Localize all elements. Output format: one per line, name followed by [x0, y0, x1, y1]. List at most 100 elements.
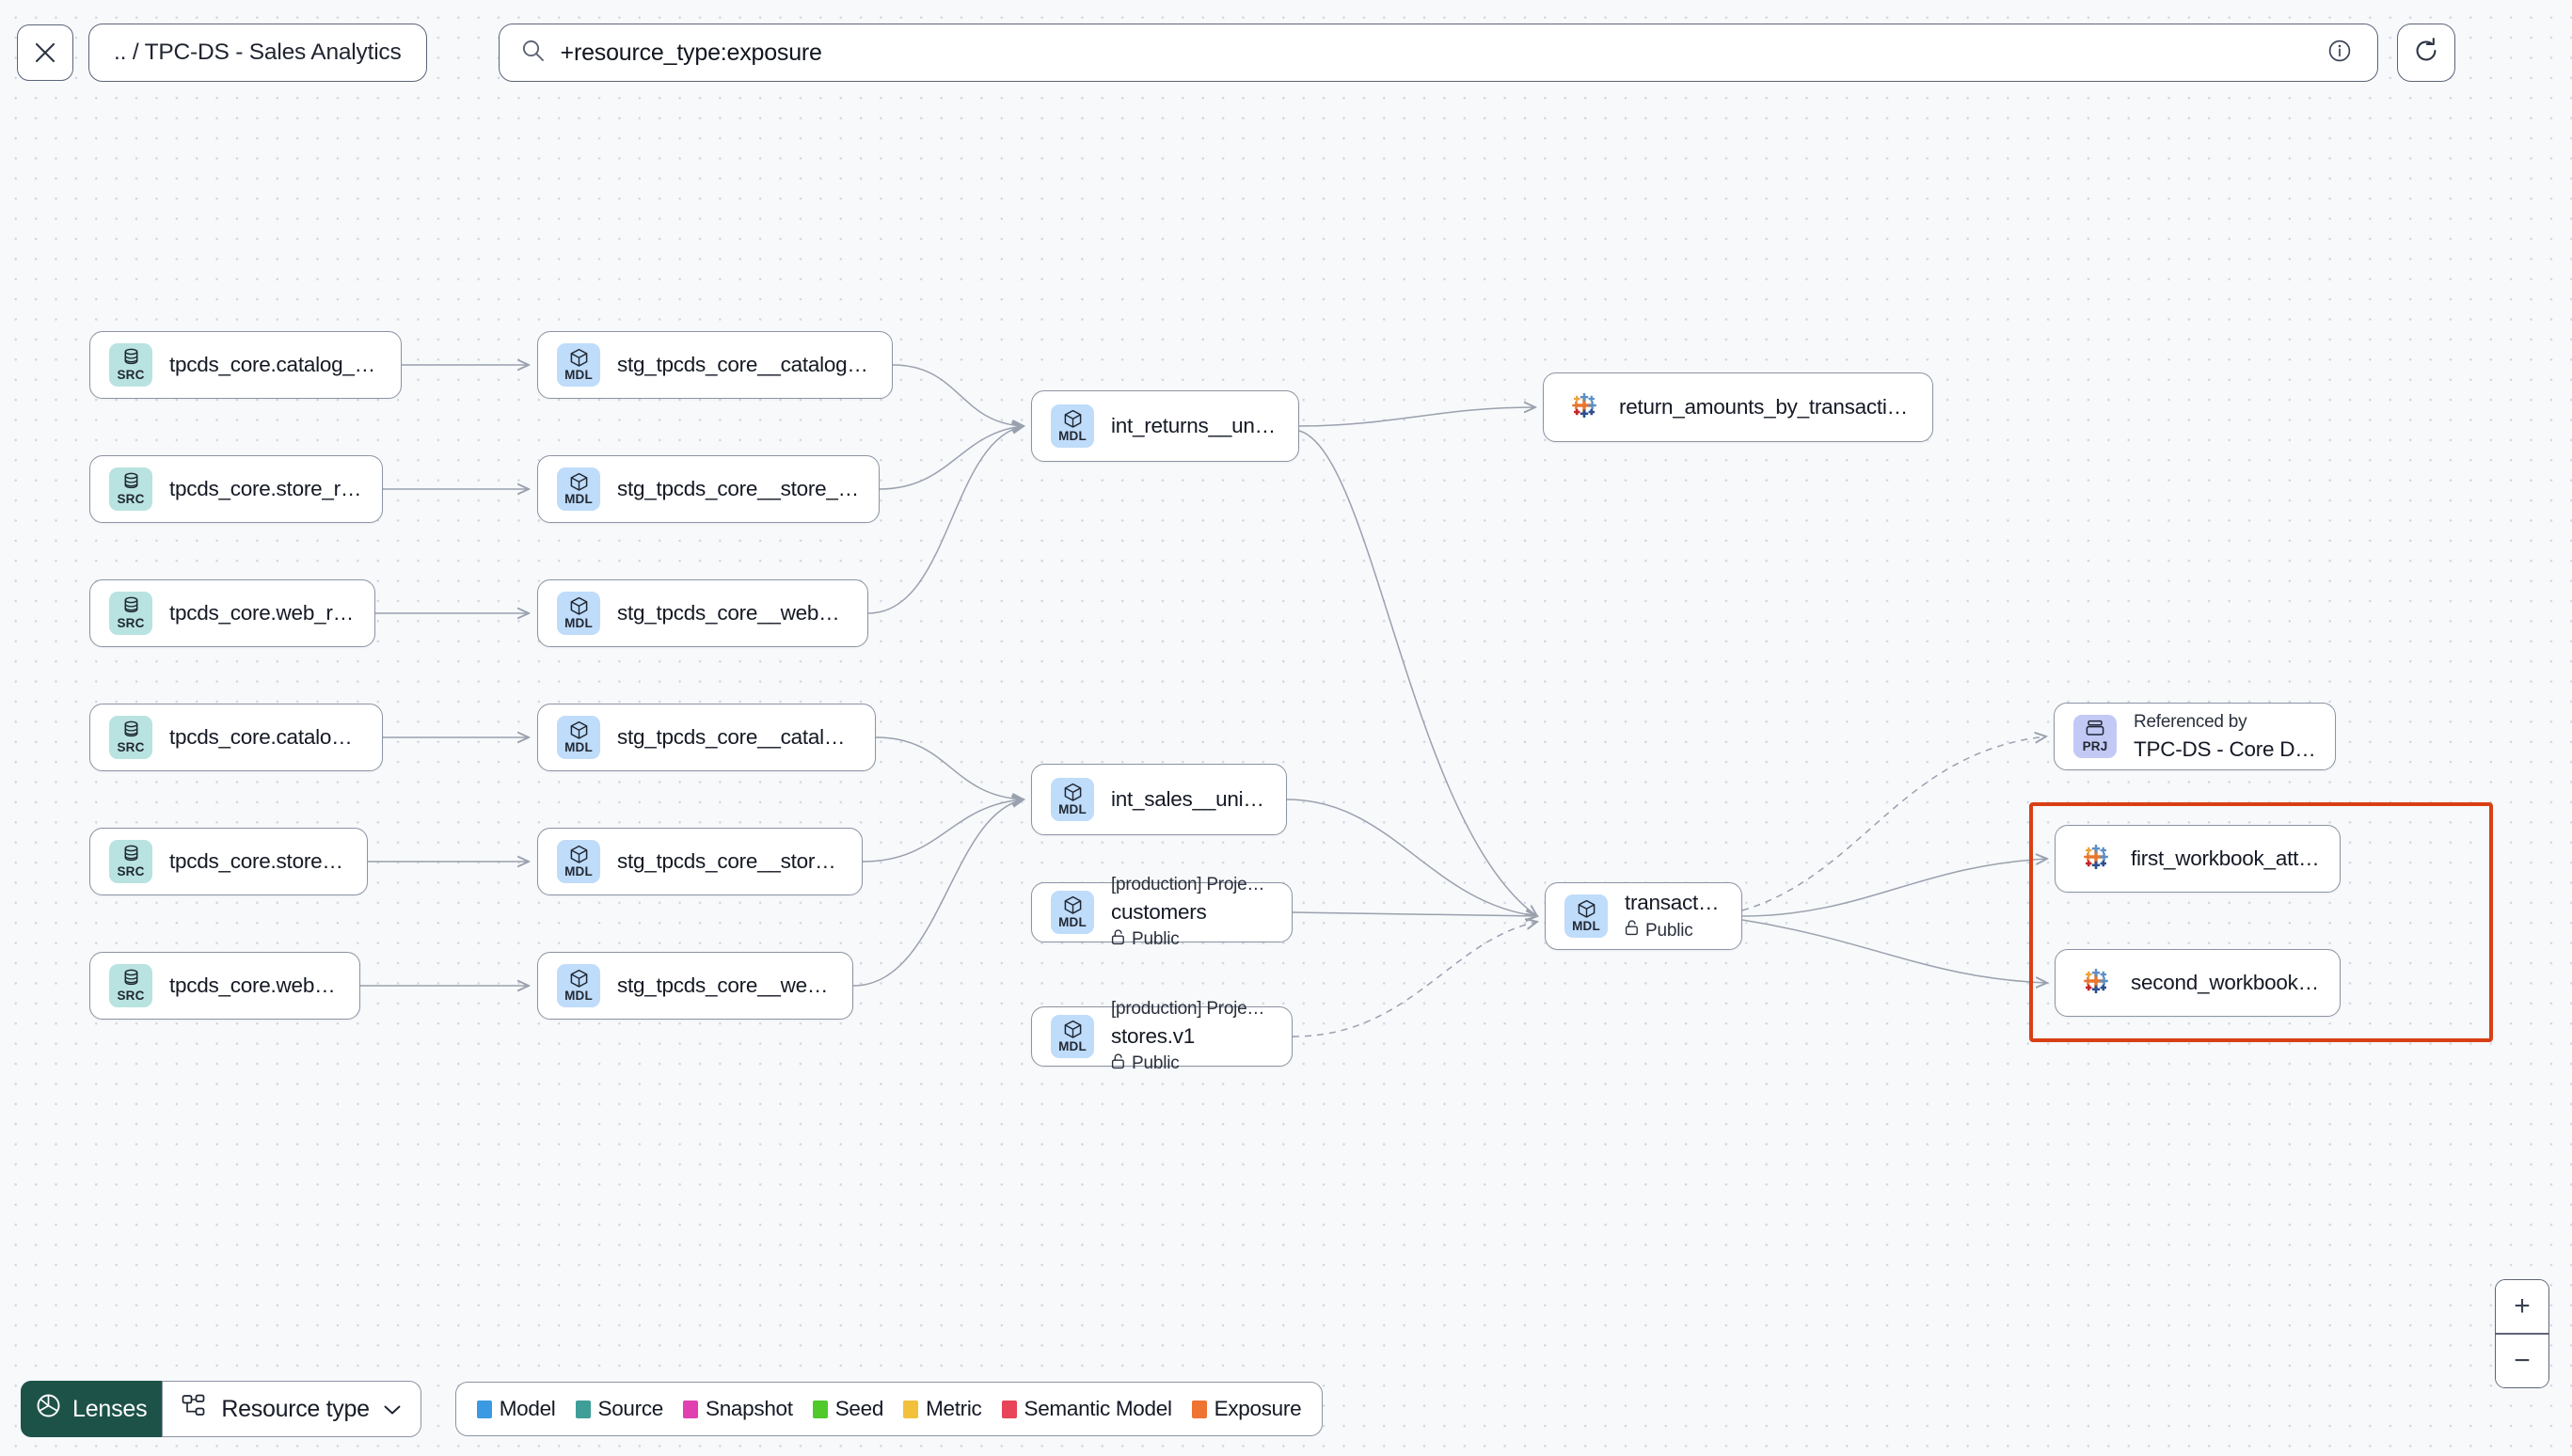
- tableau-badge: [1563, 386, 1606, 429]
- chevron-down-icon: [383, 1396, 402, 1423]
- model-badge: MDL: [557, 716, 600, 759]
- node-text: stg_tpcds_core__catalog_sales: [617, 725, 856, 750]
- legend-item-exposure[interactable]: Exposure: [1191, 1397, 1302, 1421]
- node-label: stg_tpcds_core__catalog_sales: [617, 725, 856, 749]
- graph-node-second_workbook[interactable]: second_workbook_connected_to_live…: [2055, 949, 2341, 1017]
- source-badge: SRC: [109, 840, 152, 883]
- node-text: tpcds_core.store_sales: [169, 849, 348, 874]
- graph-node-src_catalog_returns[interactable]: SRC tpcds_core.catalog_returns: [89, 331, 402, 399]
- legend-item-semantic-model[interactable]: Semantic Model: [1001, 1397, 1172, 1421]
- legend-label: Model: [499, 1397, 556, 1420]
- lenses-label: Lenses: [72, 1395, 148, 1422]
- source-badge: SRC: [109, 716, 152, 759]
- aperture-icon: [36, 1393, 61, 1425]
- legend-item-seed[interactable]: Seed: [812, 1397, 883, 1421]
- node-text: stg_tpcds_core__store_returns: [617, 477, 860, 501]
- tableau-badge: [2074, 961, 2118, 1005]
- model-badge: MDL: [557, 840, 600, 883]
- legend-label: Source: [597, 1397, 664, 1420]
- graph-node-return_amounts[interactable]: return_amounts_by_transaction_type: [1543, 372, 1933, 442]
- node-visibility: Public: [1625, 920, 1723, 942]
- source-badge: SRC: [109, 467, 152, 511]
- node-text: tpcds_core.web_sales: [169, 973, 341, 998]
- model-badge: MDL: [1051, 891, 1094, 934]
- zoom-controls[interactable]: + −: [2495, 1279, 2549, 1388]
- legend-item-source[interactable]: Source: [575, 1397, 664, 1421]
- search-bar[interactable]: [498, 24, 2378, 82]
- source-badge: SRC: [109, 964, 152, 1007]
- graph-node-stg_catalog_sales[interactable]: MDL stg_tpcds_core__catalog_sales: [537, 704, 876, 771]
- cube-icon: [569, 969, 589, 988]
- node-subtitle: [production] Project: TPC-DS - Core Data…: [1111, 998, 1273, 1019]
- graph-node-src_catalog_sales[interactable]: SRC tpcds_core.catalog_sales: [89, 704, 383, 771]
- zoom-in-button[interactable]: +: [2496, 1280, 2548, 1334]
- model-badge: MDL: [557, 964, 600, 1007]
- source-badge: SRC: [109, 343, 152, 387]
- legend-swatch: [1001, 1400, 1017, 1418]
- cube-icon: [569, 472, 589, 491]
- graph-node-src_web_sales[interactable]: SRC tpcds_core.web_sales: [89, 952, 360, 1020]
- node-label: stores.v1: [1111, 1023, 1196, 1048]
- zoom-out-button[interactable]: −: [2496, 1335, 2548, 1387]
- node-label: stg_tpcds_core__catalog_returns: [617, 353, 873, 376]
- lock-open-icon: [1111, 1052, 1125, 1075]
- node-subtitle: Referenced by: [2134, 711, 2247, 732]
- legend-item-model[interactable]: Model: [476, 1397, 556, 1421]
- legend-swatch: [575, 1400, 591, 1418]
- cube-icon: [1063, 895, 1083, 914]
- node-label: TPC-DS - Core Data Models: [2134, 736, 2316, 761]
- lenses-button[interactable]: Lenses: [21, 1381, 165, 1437]
- refresh-icon: [2412, 37, 2440, 70]
- database-icon: [121, 348, 141, 367]
- model-badge: MDL: [557, 592, 600, 635]
- project-badge: PRJ: [2073, 715, 2117, 758]
- cube-icon: [569, 845, 589, 863]
- node-visibility: Public: [1111, 928, 1273, 951]
- visibility-label: Public: [1645, 920, 1693, 941]
- node-text: first_workbook_attached_to_tpc-ds_-_…: [2131, 847, 2321, 871]
- legend-item-snapshot[interactable]: Snapshot: [683, 1397, 793, 1421]
- legend-label: Metric: [926, 1397, 982, 1420]
- graph-node-referenced_by[interactable]: PRJ Referenced by TPC-DS - Core Data Model…: [2054, 703, 2336, 770]
- graph-node-stg_web_sales[interactable]: MDL stg_tpcds_core__web_sales: [537, 952, 853, 1020]
- legend-item-metric[interactable]: Metric: [903, 1397, 982, 1421]
- node-label: tpcds_core.catalog_sales: [169, 725, 363, 749]
- node-label: customers: [1111, 899, 1207, 924]
- node-text: stg_tpcds_core__web_sales: [617, 973, 834, 998]
- graph-node-stg_web_returns[interactable]: MDL stg_tpcds_core__web_returns: [537, 579, 868, 647]
- search-input[interactable]: [560, 39, 2315, 67]
- graph-node-stores_v1[interactable]: MDL[production] Project: TPC-DS - Core D…: [1031, 999, 1293, 1073]
- info-circle-icon[interactable]: [2326, 38, 2353, 69]
- graph-node-src_store_sales[interactable]: SRC tpcds_core.store_sales: [89, 828, 368, 895]
- node-text: [production] Project: TPC-DS - Core Data…: [1111, 999, 1273, 1075]
- top-toolbar: .. / TPC-DS - Sales Analytics: [0, 0, 2572, 105]
- node-text: second_workbook_connected_to_live…: [2131, 971, 2321, 995]
- graph-node-transactions[interactable]: MDLtransactionsPublic: [1545, 882, 1742, 950]
- graph-node-customers[interactable]: MDL[production] Project: TPC-DS - Core D…: [1031, 875, 1293, 949]
- cube-icon: [569, 348, 589, 367]
- refresh-button[interactable]: [2396, 24, 2455, 82]
- cube-icon: [1063, 409, 1083, 428]
- database-icon: [121, 472, 141, 491]
- resource-type-dropdown[interactable]: Resource type: [162, 1381, 421, 1437]
- graph-node-first_workbook[interactable]: first_workbook_attached_to_tpc-ds_-_…: [2055, 825, 2341, 893]
- node-label: first_workbook_attached_to_tpc-ds_-_…: [2131, 847, 2321, 870]
- tableau-icon: [2081, 842, 2111, 876]
- node-text: tpcds_core.catalog_returns: [169, 353, 382, 377]
- database-icon: [121, 720, 141, 739]
- node-label: stg_tpcds_core__web_returns: [617, 601, 849, 625]
- node-text: stg_tpcds_core__web_returns: [617, 601, 849, 625]
- cube-icon: [569, 720, 589, 739]
- breadcrumb[interactable]: .. / TPC-DS - Sales Analytics: [88, 24, 427, 82]
- legend-swatch: [683, 1400, 699, 1418]
- close-button[interactable]: [17, 24, 73, 81]
